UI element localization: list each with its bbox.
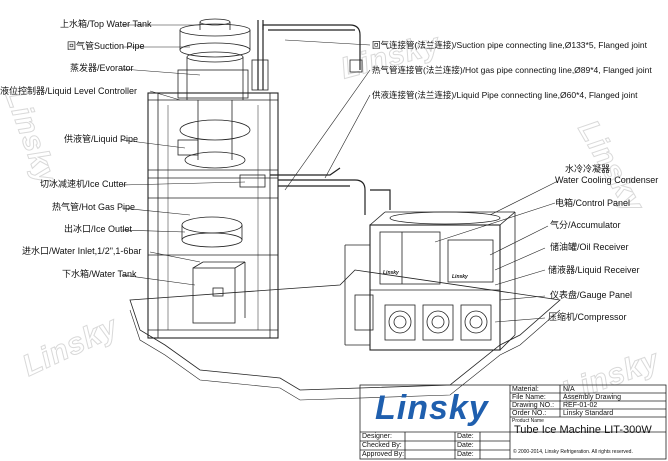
callout-evaporator: 蒸发器/Evorator [70, 63, 134, 73]
field-value-file-name: Assembly Drawing [563, 394, 621, 401]
callout-condenser-cn: 水冷冷凝器 [565, 164, 611, 174]
product-name-label: Product Name [512, 418, 544, 424]
callout-suction-connecting-line: 回气连接管(法兰连接)/Suction pipe connecting line… [372, 40, 647, 50]
leader-lines-top [284, 39, 371, 191]
callout-hot-gas-pipe: 热气管/Hot Gas Pipe [52, 202, 136, 212]
callout-ice-outlet: 出冰口/Ice Outlet [64, 224, 133, 234]
callout-liquid-receiver: 储液器/Liquid Receiver [548, 265, 640, 275]
field-label-file-name: File Name: [512, 394, 546, 401]
leader-lines-left [121, 24, 246, 286]
liquid-pipe-valve [177, 139, 199, 156]
callout-liquid-level-controller: 液位控制器/Liquid Level Controller [0, 86, 138, 96]
ice-outlet [181, 216, 243, 234]
ice-machine-tower [147, 92, 279, 339]
field-label-order-no: Order NO.: [512, 410, 547, 417]
callout-top-water-tank: 上水箱/Top Water Tank [60, 19, 152, 29]
callout-hot-gas-connecting-line: 热气管连接管(法兰连接)/Hot gas pipe connecting lin… [372, 65, 652, 75]
callout-liquid-pipe: 供液管/Liquid Pipe [64, 134, 139, 144]
callout-water-tank: 下水箱/Water Tank [62, 269, 137, 279]
lower-water-tank [192, 261, 246, 324]
condensing-unit [344, 211, 516, 351]
callout-water-inlet: 进水口/Water Inlet,1/2",1-6bar [22, 246, 142, 256]
control-panel [379, 231, 441, 285]
callout-condenser-en: Water Cooling Condenser [555, 175, 659, 185]
top-water-tank [179, 18, 251, 58]
water-cooling-condenser [389, 211, 501, 225]
panel-logo: Linsky [452, 274, 468, 280]
evaporator [177, 51, 251, 169]
sign-label-approved: Approved By: [362, 451, 405, 458]
sign-label-designer: Designer: [362, 433, 392, 440]
panel-logo: Linsky [383, 270, 399, 276]
callout-liquid-connecting-line: 供液连接管(法兰连接)/Liquid Pipe connecting line,… [372, 90, 638, 100]
sign-date-approved: Date: [457, 451, 474, 458]
callout-oil-receiver: 储油罐/Oil Receiver [550, 242, 629, 252]
sign-date-checked: Date: [457, 442, 474, 449]
callout-ice-cutter: 切冰减速机/Ice Cutter [40, 179, 127, 189]
field-label-material: Material: [512, 386, 539, 393]
product-name: Tube Ice Machine LIT-300W [514, 424, 652, 436]
callout-gauge-panel: 仪表盘/Gauge Panel [550, 290, 633, 300]
leader-lines-right [434, 180, 559, 323]
title-block-logo: Linsky [375, 389, 489, 427]
compressors [384, 304, 492, 341]
callout-suction-pipe: 回气管Suction Pipe [67, 41, 145, 51]
field-value-material: N/A [563, 386, 575, 393]
callout-compressor: 压缩机/Compressor [548, 312, 627, 322]
field-label-drawing-no: Drawing NO.: [512, 402, 555, 409]
ice-cutter-motor [239, 174, 266, 188]
connecting-pipes [262, 24, 391, 215]
title-block-frame [359, 384, 667, 460]
callout-accumulator: 气分/Accumulator [550, 220, 621, 230]
field-value-order-no: Linsky Standard [563, 410, 614, 417]
field-value-drawing-no: REF-01-02 [563, 402, 598, 409]
sign-label-checked: Checked By: [362, 442, 402, 449]
callout-control-panel: 电箱/Control Panel [555, 198, 631, 208]
sign-date-designer: Date: [457, 433, 474, 440]
copyright: © 2000-2014, Linsky Refrigeration. All r… [513, 449, 633, 455]
